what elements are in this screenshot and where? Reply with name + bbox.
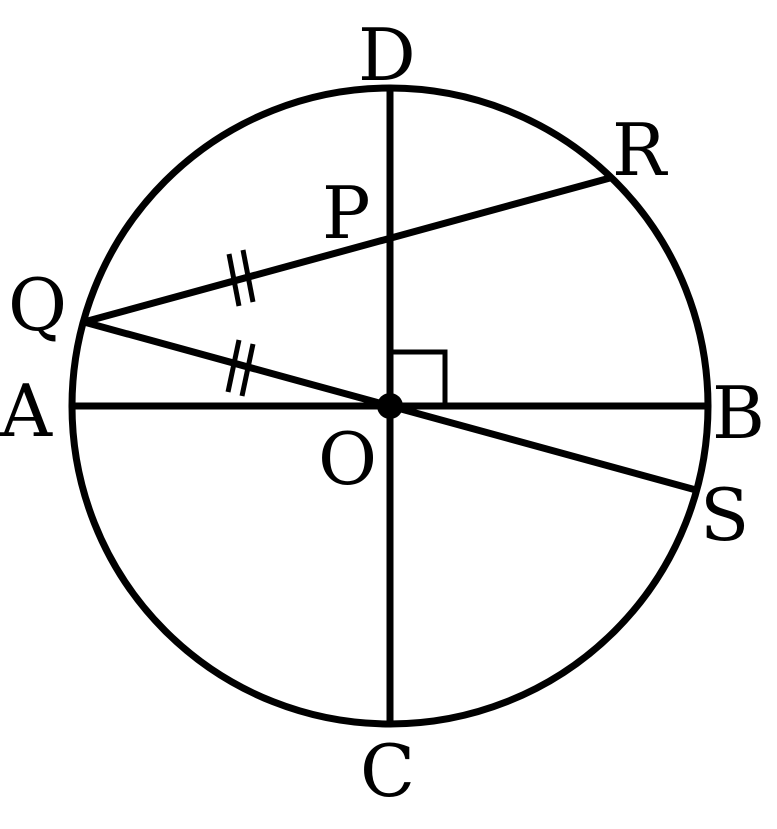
label-o: O bbox=[318, 417, 377, 501]
label-s: S bbox=[700, 473, 749, 557]
tick-mark-qo-2 bbox=[239, 343, 256, 397]
label-c: C bbox=[360, 729, 415, 813]
label-b: B bbox=[712, 371, 765, 455]
tick-mark-qp-1 bbox=[226, 253, 242, 307]
label-q: Q bbox=[8, 263, 67, 347]
tick-mark-qo-1 bbox=[225, 339, 242, 393]
label-a: A bbox=[0, 369, 53, 453]
right-angle-marker bbox=[392, 349, 448, 404]
label-r: R bbox=[612, 108, 668, 192]
tick-mark-qp-2 bbox=[240, 249, 256, 303]
chord-qr bbox=[80, 174, 614, 326]
label-p: P bbox=[322, 171, 370, 255]
center-point-o bbox=[377, 393, 403, 419]
label-d: D bbox=[358, 13, 416, 97]
